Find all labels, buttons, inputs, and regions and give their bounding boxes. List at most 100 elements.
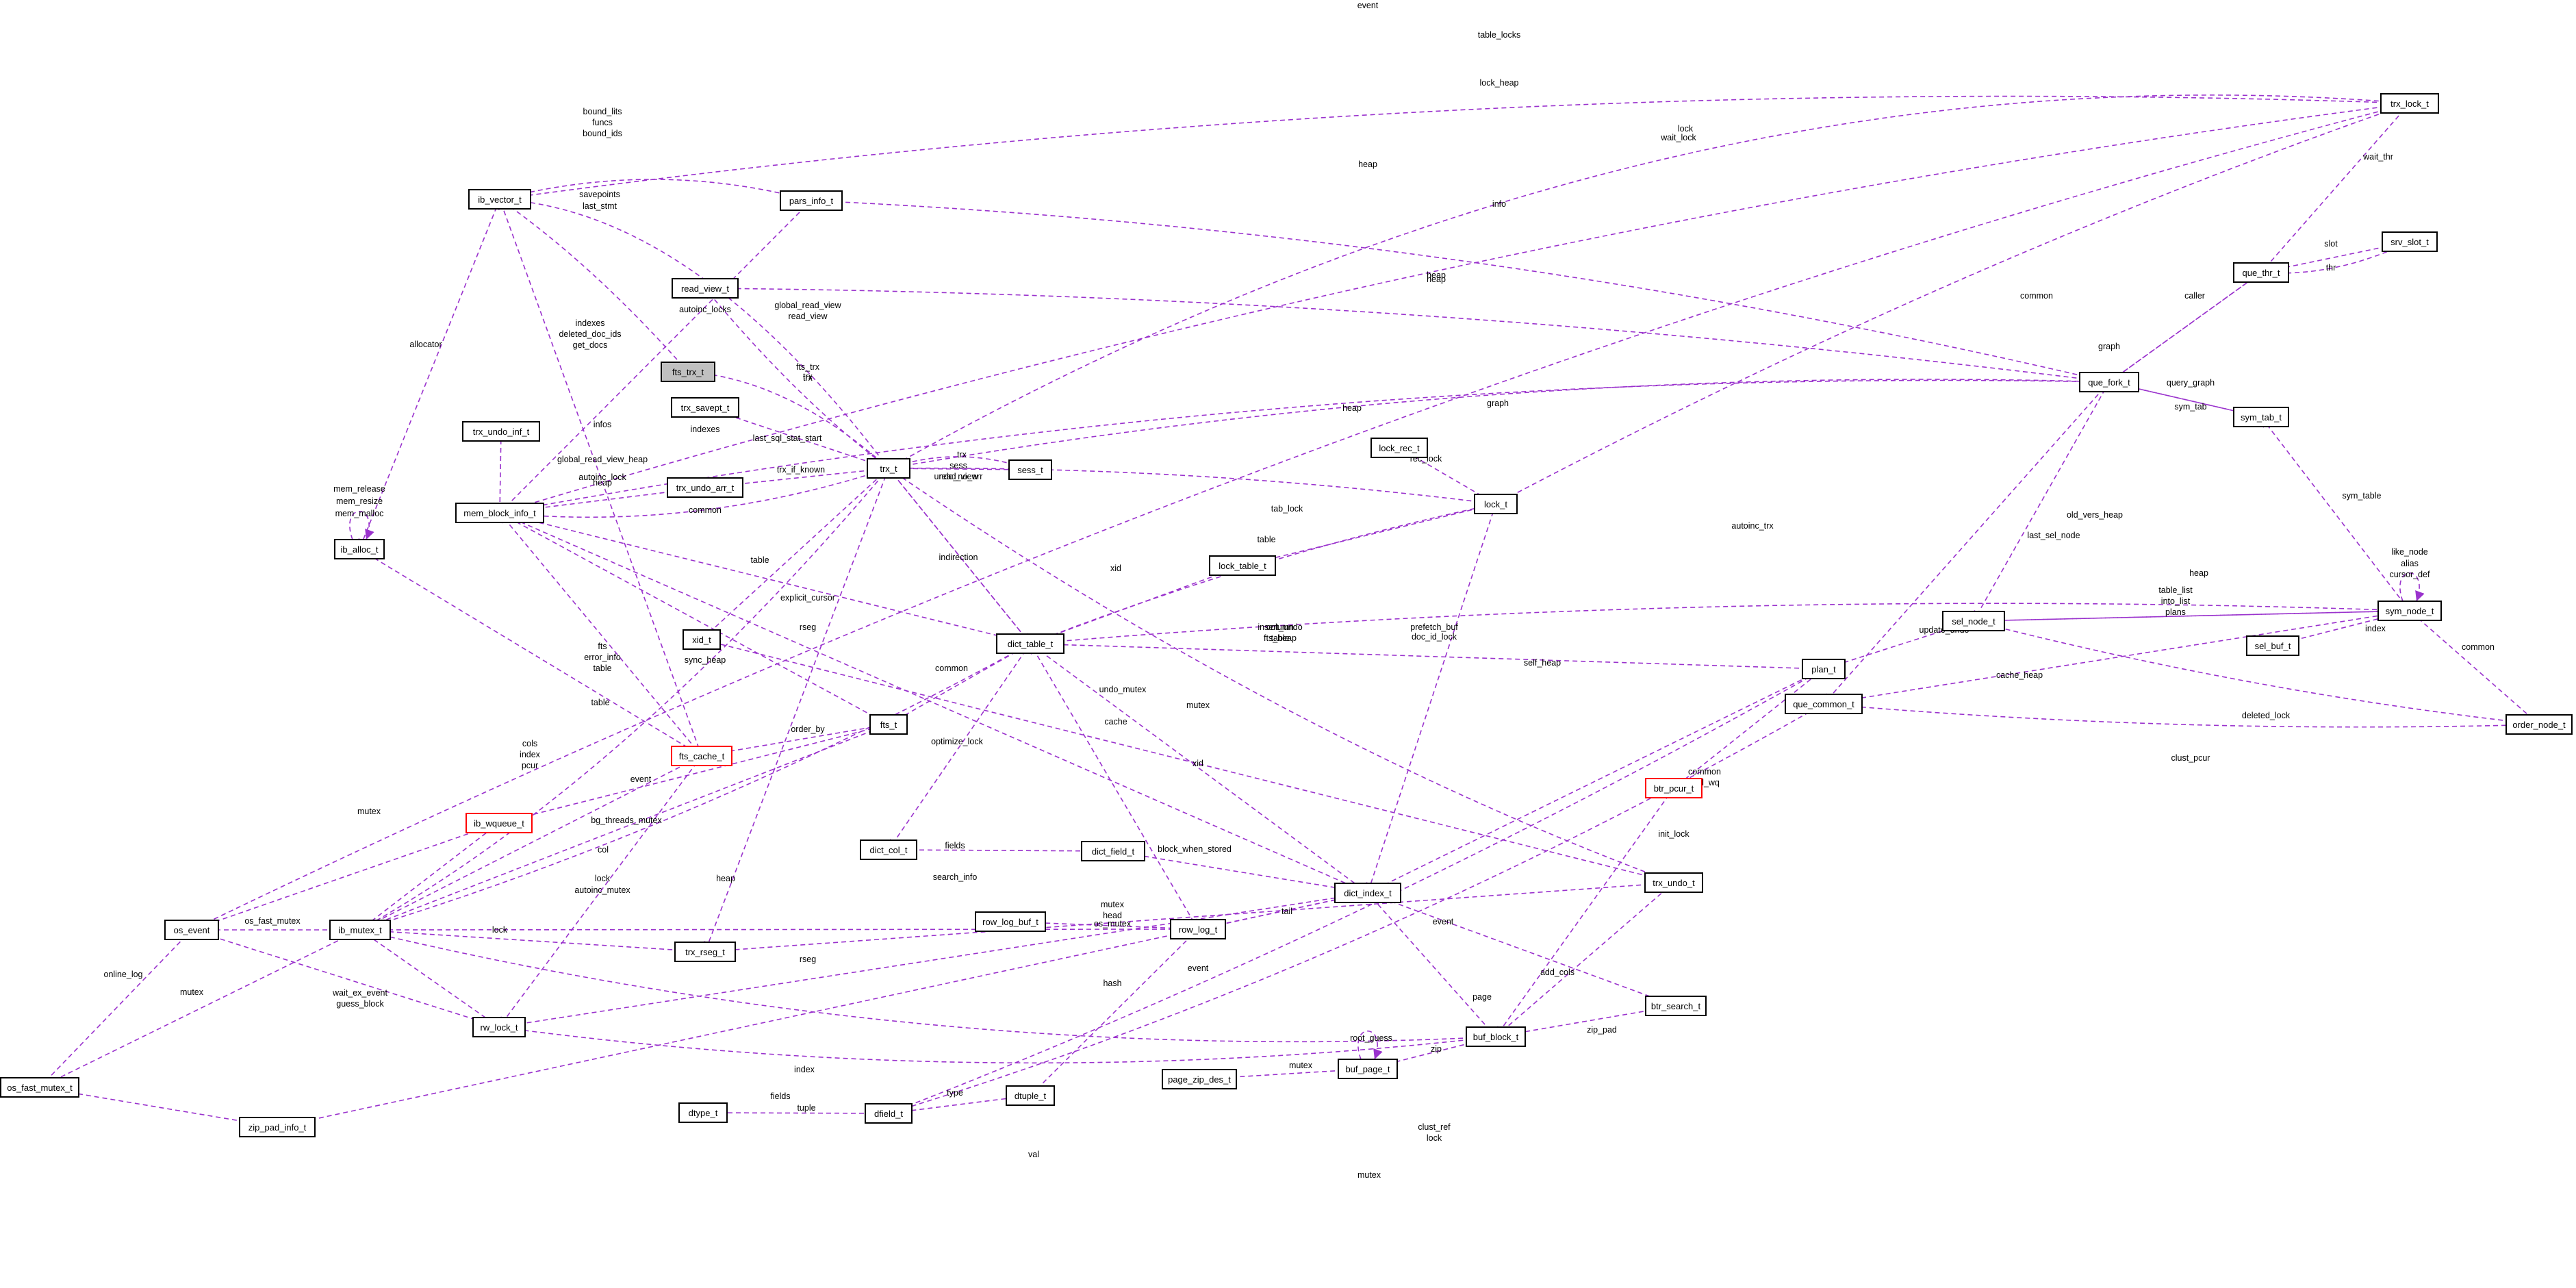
- node-ib_alloc_t[interactable]: ib_alloc_t: [334, 539, 385, 559]
- edge-label: table: [1271, 633, 1289, 643]
- node-lock_table_t[interactable]: lock_table_t: [1209, 555, 1276, 576]
- node-box: [2505, 714, 2573, 735]
- node-label: lock_table_t: [1219, 561, 1266, 571]
- node-label: row_log_t: [1179, 924, 1218, 935]
- edge-label: heap: [1427, 270, 1446, 280]
- node-label: sym_node_t: [2386, 606, 2434, 616]
- node-ib_vector_t[interactable]: ib_vector_t: [468, 189, 531, 210]
- edge-trx_lock_t-to-ib_vector_t: [499, 95, 2410, 203]
- edge-label: deleted_doc_ids: [559, 329, 621, 339]
- node-xid_t[interactable]: xid_t: [683, 629, 721, 650]
- edge-fts_t-to-ib_mutex_t: [359, 724, 889, 931]
- edge-trx_t-to-ib_vector_t: [499, 194, 889, 469]
- node-box: [334, 539, 385, 559]
- edge-label: deleted_lock: [2242, 711, 2291, 720]
- node-label: dict_index_t: [1344, 888, 1392, 898]
- node-dfield_t[interactable]: dfield_t: [865, 1103, 913, 1124]
- node-label: dict_field_t: [1092, 846, 1135, 857]
- edge-label: init_lock: [1658, 829, 1689, 839]
- edge-label: lock: [1678, 124, 1694, 134]
- node-buf_block_t[interactable]: buf_block_t: [1466, 1026, 1526, 1047]
- edge-label: funcs: [592, 118, 613, 127]
- node-plan_t[interactable]: plan_t: [1802, 659, 1846, 679]
- edge-trx_t-to-fts_trx_t: [687, 367, 889, 469]
- node-sel_buf_t[interactable]: sel_buf_t: [2246, 635, 2299, 656]
- edge-que_fork_t-to-sel_node_t: [1973, 381, 2110, 622]
- node-ib_wqueue_t[interactable]: ib_wqueue_t: [466, 813, 533, 833]
- node-box: [1466, 1026, 1526, 1047]
- node-label: rw_lock_t: [481, 1022, 518, 1033]
- node-box: [869, 714, 908, 735]
- node-fts_trx_t[interactable]: fts_trx_t: [661, 362, 715, 382]
- edge-label: optimize_lock: [931, 737, 983, 746]
- edge-label: mutex: [1357, 1170, 1381, 1180]
- node-que_fork_t[interactable]: que_fork_t: [2079, 372, 2139, 392]
- node-sym_node_t[interactable]: sym_node_t: [2377, 601, 2442, 621]
- node-trx_savept_t[interactable]: trx_savept_t: [671, 397, 739, 418]
- node-zip_pad_info_t[interactable]: zip_pad_info_t: [239, 1117, 316, 1137]
- node-page_zip_des_t[interactable]: page_zip_des_t: [1162, 1069, 1237, 1089]
- edge-buf_page_t-to-buf_page_t: [1357, 1030, 1383, 1060]
- node-rw_lock_t[interactable]: rw_lock_t: [472, 1017, 526, 1037]
- node-buf_page_t[interactable]: buf_page_t: [1338, 1059, 1398, 1079]
- node-btr_search_t[interactable]: btr_search_t: [1645, 996, 1707, 1016]
- node-label: sess_t: [1017, 465, 1043, 475]
- node-box: [860, 839, 917, 860]
- node-label: btr_search_t: [1651, 1001, 1701, 1011]
- node-dict_index_t[interactable]: dict_index_t: [1334, 883, 1401, 903]
- node-srv_slot_t[interactable]: srv_slot_t: [2382, 231, 2438, 252]
- edge-label: heap: [1342, 403, 1362, 413]
- node-ib_mutex_t[interactable]: ib_mutex_t: [329, 920, 391, 940]
- node-btr_pcur_t[interactable]: btr_pcur_t: [1645, 778, 1703, 798]
- node-sym_tab_t[interactable]: sym_tab_t: [2233, 407, 2289, 427]
- edge-dict_field_t-to-dict_col_t: [888, 844, 1114, 855]
- node-dtype_t[interactable]: dtype_t: [678, 1102, 728, 1123]
- node-label: page_zip_des_t: [1168, 1074, 1231, 1085]
- node-fts_t[interactable]: fts_t: [869, 714, 908, 735]
- edge-label: prefetch_buf: [1410, 622, 1458, 632]
- node-label: dfield_t: [874, 1109, 903, 1119]
- node-trx_undo_inf_t[interactable]: trx_undo_inf_t: [462, 421, 540, 442]
- edge-row_log_t-to-row_log_buf_t: [1010, 917, 1199, 930]
- node-label: que_fork_t: [2088, 377, 2130, 388]
- edge-label: undo_mutex: [1099, 685, 1147, 694]
- node-trx_lock_t[interactable]: trx_lock_t: [2380, 93, 2439, 114]
- edge-label: index: [2365, 624, 2386, 633]
- node-dict_field_t[interactable]: dict_field_t: [1081, 841, 1145, 861]
- edge-que_fork_t-to-mem_block_info_t: [499, 379, 2110, 516]
- edge-label: global_read_view_heap: [557, 455, 648, 464]
- node-lock_rec_t[interactable]: lock_rec_t: [1370, 438, 1428, 458]
- node-trx_t[interactable]: trx_t: [867, 458, 910, 479]
- node-trx_undo_arr_t[interactable]: trx_undo_arr_t: [667, 477, 743, 498]
- node-trx_undo_t[interactable]: trx_undo_t: [1644, 872, 1703, 893]
- edge-buf_block_t-to-rw_lock_t: [498, 1023, 1496, 1064]
- node-dtuple_t[interactable]: dtuple_t: [1006, 1085, 1055, 1106]
- node-os_event[interactable]: os_event: [164, 920, 219, 940]
- node-mem_block_info_t[interactable]: mem_block_info_t: [455, 503, 544, 523]
- node-lock_t[interactable]: lock_t: [1474, 494, 1518, 514]
- node-sess_t[interactable]: sess_t: [1008, 459, 1052, 480]
- edge-labels-layer: eventtable_lockslock_heapbound_litsfuncs…: [104, 1, 2495, 1180]
- node-row_log_t[interactable]: row_log_t: [1170, 919, 1226, 939]
- node-os_fast_mutex_t[interactable]: os_fast_mutex_t: [0, 1077, 79, 1098]
- node-row_log_buf_t[interactable]: row_log_buf_t: [975, 911, 1046, 932]
- node-fts_cache_t[interactable]: fts_cache_t: [671, 746, 732, 766]
- edge-label: event: [1433, 917, 1454, 926]
- node-trx_rseg_t[interactable]: trx_rseg_t: [674, 942, 736, 962]
- node-que_thr_t[interactable]: que_thr_t: [2233, 262, 2289, 283]
- edge-label: wait_lock: [1660, 133, 1696, 142]
- edge-label: clust_pcur: [2171, 753, 2210, 763]
- node-sel_node_t[interactable]: sel_node_t: [1942, 611, 2005, 631]
- node-box: [672, 278, 739, 299]
- node-read_view_t[interactable]: read_view_t: [672, 278, 739, 299]
- node-order_node_t[interactable]: order_node_t: [2505, 714, 2573, 735]
- node-pars_info_t[interactable]: pars_info_t: [780, 190, 843, 211]
- node-dict_table_t[interactable]: dict_table_t: [996, 633, 1064, 654]
- node-label: os_event: [174, 925, 210, 935]
- edge-dict_table_t-to-dict_col_t: [888, 643, 1031, 850]
- edge-label: cache: [1104, 717, 1127, 727]
- edge-label: sync_heap: [685, 655, 726, 665]
- edge-label: page: [1472, 992, 1492, 1002]
- node-que_common_t[interactable]: que_common_t: [1785, 694, 1863, 714]
- node-dict_col_t[interactable]: dict_col_t: [860, 839, 917, 860]
